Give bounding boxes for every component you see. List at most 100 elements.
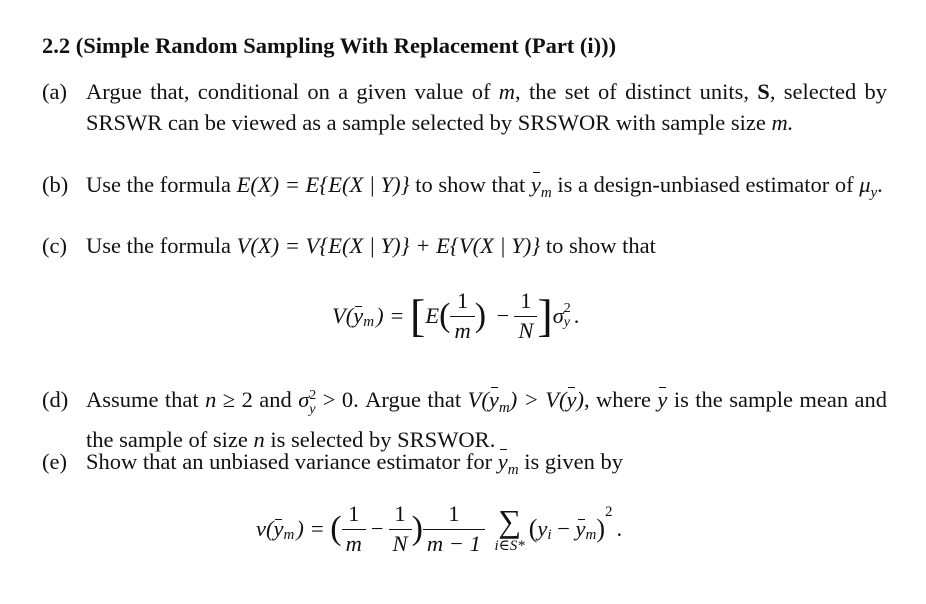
text-run: and [252, 387, 299, 412]
bracket-right: ] [537, 290, 553, 341]
text-run: Argue that, conditional on a given value… [86, 79, 499, 104]
text-run: . Argue that [353, 387, 468, 412]
subscript: m [363, 314, 375, 331]
math-ybar: y [353, 303, 364, 328]
eq-text: ) = [296, 516, 325, 541]
subscript: y [563, 315, 571, 330]
paren-right: ) [474, 297, 487, 334]
math-ybar: y [531, 169, 541, 200]
math-gt: > 0 [316, 387, 354, 412]
numerator: 1 [422, 502, 485, 530]
text-run: is selected by SRSWOR. [264, 427, 496, 452]
numerator: 1 [450, 289, 475, 317]
list-item-e: (e) Show that an unbiased variance estim… [42, 446, 887, 486]
subscript: m [585, 527, 597, 544]
item-label: (c) [42, 233, 67, 258]
denominator: m − 1 [426, 530, 481, 556]
text-run: Use the formula [86, 233, 237, 258]
math-S: S [757, 79, 770, 104]
text-run: is a design-unbiased estimator of [551, 172, 860, 197]
formula-variance: V(X) = V{E(X | Y)} + E{V(X | Y)} [236, 233, 541, 258]
subscript: m [507, 462, 519, 478]
text-run: , where [583, 387, 658, 412]
eq-text: ) > V( [509, 387, 567, 412]
item-text: Show that an unbiased variance estimator… [86, 446, 887, 486]
eq-text: E [425, 303, 440, 328]
math-sigma: σ [552, 303, 564, 328]
paren-left: ( [330, 510, 342, 547]
formula-expectation: E(X) = E{E(X | Y)} [236, 172, 410, 197]
list-item-a: (a) Argue that, conditional on a given v… [42, 76, 887, 138]
summation: ∑i∈S* [494, 505, 524, 554]
text-run: , the set of distinct units, [515, 79, 758, 104]
math-mu: μ [859, 172, 871, 197]
section-title: 2.2 (Simple Random Sampling With Replace… [42, 33, 617, 58]
paren-right: ) [596, 514, 606, 543]
eq-text: v( [256, 516, 274, 541]
item-label: (d) [42, 387, 69, 412]
math-sigma: σ [298, 387, 310, 412]
math-ge: ≥ 2 [216, 387, 253, 412]
superscript: 2 [563, 301, 571, 316]
denominator: N [518, 317, 534, 343]
item-text: Use the formula E(X) = E{E(X | Y)} to sh… [86, 169, 887, 209]
paren-left: ( [528, 514, 538, 543]
math-m: m [498, 79, 516, 104]
paren-left: ( [439, 297, 451, 334]
text-run: is the sample mean and the sample of siz… [86, 387, 888, 452]
subscript: m [498, 400, 510, 416]
superscript: 2 [605, 504, 613, 521]
math-n: n [253, 427, 265, 452]
math-ybar: y [657, 384, 667, 415]
period: . [573, 303, 580, 328]
subscript: y [309, 402, 316, 417]
text-run: Show that an unbiased variance estimator… [86, 449, 498, 474]
math-m: m. [771, 110, 794, 135]
math-n: n [205, 387, 217, 412]
bracket-left: [ [410, 290, 426, 341]
subscript: y [870, 185, 878, 201]
denominator: m [454, 317, 471, 343]
text-run: Assume that [86, 387, 206, 412]
numerator: 1 [388, 502, 412, 530]
minus-sign: − [496, 303, 510, 328]
item-label: (b) [42, 172, 69, 197]
item-label: (a) [42, 79, 67, 104]
sigma-symbol: ∑ [498, 502, 521, 539]
denominator: N [392, 530, 408, 556]
math-ybar: y [273, 516, 284, 541]
eq-text: ) [576, 387, 584, 412]
text-run: to show that [409, 172, 531, 197]
math-ybar: y [498, 446, 508, 477]
math-ybar: y [575, 516, 586, 541]
subscript: m [540, 185, 552, 201]
item-text: Use the formula V(X) = V{E(X | Y)} + E{V… [86, 230, 887, 261]
item-label: (e) [42, 449, 67, 474]
eq-text: V( [332, 303, 354, 328]
eq-text: ) = [376, 303, 405, 328]
numerator: 1 [514, 289, 538, 317]
item-text: Argue that, conditional on a given value… [86, 76, 887, 138]
text-run: to show that [540, 233, 656, 258]
list-item-b: (b) Use the formula E(X) = E{E(X | Y)} t… [42, 169, 887, 209]
math-ybar: y [489, 384, 499, 415]
list-item-c: (c) Use the formula V(X) = V{E(X | Y)} +… [42, 230, 887, 261]
text-run: , selected by SRSWR can be viewed as a s… [86, 79, 887, 135]
minus-sign: − [551, 516, 576, 541]
math-ybar: y [566, 384, 576, 415]
period: . [616, 516, 623, 541]
minus-sign: − [370, 516, 384, 541]
numerator: 1 [341, 502, 366, 530]
math-y: y [537, 516, 548, 541]
subscript: i [547, 527, 552, 544]
